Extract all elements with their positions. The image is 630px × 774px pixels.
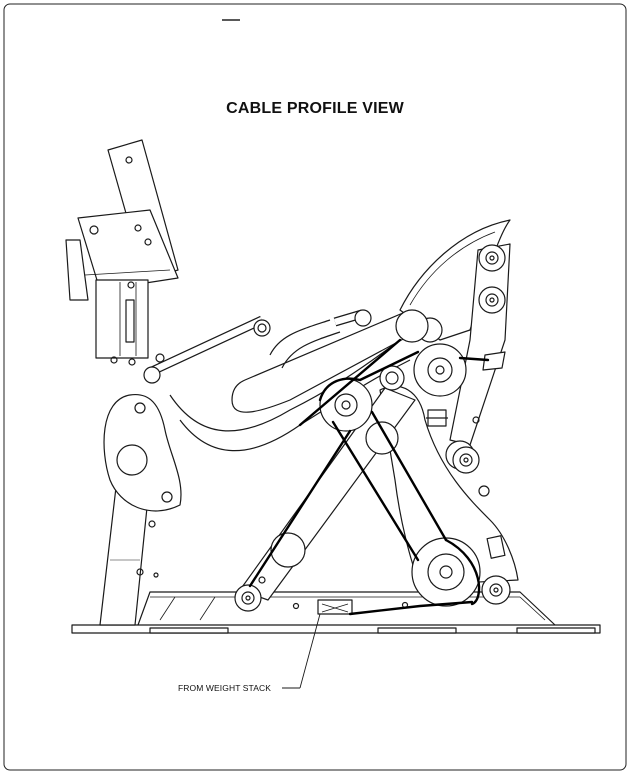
pulley-top-right-2 [478, 286, 506, 314]
diagram-title: CABLE PROFILE VIEW [226, 100, 404, 117]
cable-connector [317, 599, 353, 615]
back-pad-upright [65, 139, 179, 366]
handle-bar [143, 309, 372, 384]
strut-hole [270, 532, 306, 568]
pulley-mid-right [413, 343, 467, 397]
pulley-bottom-large [411, 537, 481, 607]
sheet-border [3, 3, 627, 771]
idler-hole [365, 421, 399, 455]
pulley-bottom-right [481, 575, 511, 605]
adjustment-knob [426, 409, 448, 427]
pulley-bottom-left [234, 584, 262, 612]
callout-leader [282, 613, 321, 689]
pulley-top-right-1 [478, 244, 506, 272]
pulley-right-lower [452, 446, 480, 474]
pivot-plate [103, 394, 182, 576]
pulley-small-mid [379, 365, 405, 391]
weight-stack-callout: FROM WEIGHT STACK [178, 683, 271, 693]
base-frame [71, 591, 601, 634]
cable-path [248, 338, 490, 616]
